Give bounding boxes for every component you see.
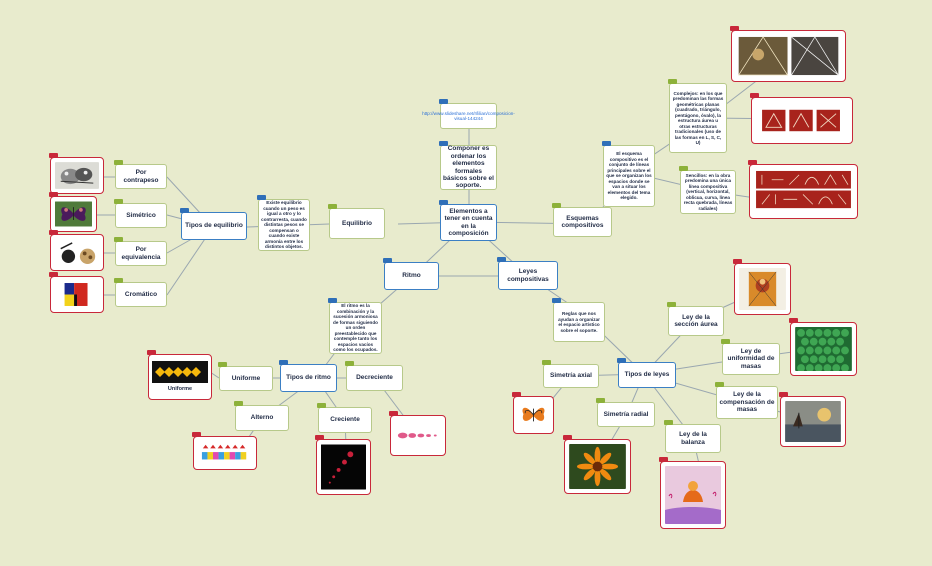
ley-seccion-aurea-node[interactable]: Ley de la sección áurea <box>667 302 724 336</box>
balanza-image <box>665 466 721 524</box>
formas-image <box>756 102 848 139</box>
ritmo-label: Ritmo <box>402 272 421 280</box>
ritmo-definition-text: El ritmo es la combinación y la sucesión… <box>333 303 378 353</box>
seccion-aurea-image <box>739 268 786 310</box>
uniformidad-image-node[interactable] <box>789 318 857 376</box>
uniforme-node[interactable]: Uniforme <box>218 362 273 391</box>
sencillos-image <box>754 169 853 214</box>
tipos-equilibrio-label: Tipos de equilibrio <box>185 222 243 230</box>
leyes-definition: Reglas que nos ayudan a organizar el esp… <box>552 298 605 342</box>
uniformidad-image <box>795 327 852 371</box>
simetria-radial-node[interactable]: Simetría radial <box>596 398 655 427</box>
central-topic[interactable]: Elementos a tener en cuenta en la compos… <box>439 200 497 241</box>
compensacion-image-node[interactable] <box>779 392 846 447</box>
uniforme-label: Uniforme <box>231 374 261 382</box>
sencillos-text: Sencillos: en la obra predomina una únic… <box>683 172 733 211</box>
uniforme-caption: Uniforme <box>167 386 193 393</box>
balanza-image-node[interactable] <box>659 457 726 529</box>
tipos-equilibrio-node[interactable]: Tipos de equilibrio <box>180 208 247 240</box>
uniforme-image-node[interactable]: Uniforme <box>147 350 212 400</box>
complejos-node: Complejos: en los que predominan las for… <box>668 79 727 153</box>
butterfly-axial-image <box>518 401 549 429</box>
url-node[interactable]: http://www.slideshare.net/r/lilian/compo… <box>422 99 515 129</box>
equivalencia-image <box>55 239 99 266</box>
simetrico-node[interactable]: Simétrico <box>114 199 167 228</box>
ritmo-definition: El ritmo es la combinación y la sucesión… <box>328 298 382 354</box>
decreciente-node[interactable]: Decreciente <box>345 361 403 391</box>
equilibrio-node[interactable]: Equilibrio <box>328 204 385 239</box>
cromatico-node[interactable]: Cromático <box>114 278 167 307</box>
simetria-axial-image-node[interactable] <box>512 392 554 434</box>
simetria-axial-label: Simetría axial <box>550 372 592 380</box>
ritmo-node[interactable]: Ritmo <box>383 258 439 290</box>
tipos-leyes-label: Tipos de leyes <box>624 371 670 379</box>
simetria-radial-label: Simetría radial <box>603 410 649 418</box>
tipos-leyes-node[interactable]: Tipos de leyes <box>617 358 676 388</box>
decreciente-image <box>395 420 441 451</box>
equilibrio-label: Equilibrio <box>342 219 372 227</box>
esquemas-node[interactable]: Esquemas compositivos <box>552 203 612 237</box>
decreciente-label: Decreciente <box>356 374 393 382</box>
por-equivalencia-label: Por equivalencia <box>121 246 161 261</box>
creciente-image <box>321 444 366 490</box>
ley-uniformidad-node[interactable]: Ley de uniformidad de masas <box>721 339 780 375</box>
creciente-node[interactable]: Creciente <box>317 403 372 433</box>
central-topic-label: Elementos a tener en cuenta en la compos… <box>444 207 493 237</box>
por-contrapeso-label: Por contrapeso <box>123 169 159 184</box>
simetria-radial-image-node[interactable] <box>563 435 631 494</box>
cromatico-image-node[interactable] <box>49 272 104 313</box>
contrapeso-image-node[interactable] <box>49 153 104 194</box>
por-contrapeso-node[interactable]: Por contrapeso <box>114 160 167 189</box>
uniforme-image <box>152 361 208 384</box>
leyes-definition-text: Reglas que nos ayudan a organizar el esp… <box>558 311 600 333</box>
decreciente-image-node[interactable] <box>389 411 446 456</box>
seccion-aurea-image-node[interactable] <box>733 259 791 315</box>
tipos-ritmo-label: Tipos de ritmo <box>286 374 331 382</box>
alterno-image <box>199 441 251 465</box>
simetrico-image-node[interactable] <box>49 192 97 232</box>
formas-image-node[interactable] <box>750 93 853 144</box>
creciente-label: Creciente <box>330 416 360 424</box>
complejos-image <box>736 35 841 77</box>
sencillos-node: Sencillos: en la obra predomina una únic… <box>679 166 736 214</box>
alterno-node[interactable]: Alterno <box>234 401 289 431</box>
tipos-ritmo-node[interactable]: Tipos de ritmo <box>279 360 337 392</box>
alterno-label: Alterno <box>250 414 274 422</box>
esquemas-label: Esquemas compositivos <box>561 214 604 229</box>
ley-balanza-label: Ley de la balanza <box>679 431 707 446</box>
ley-compensacion-node[interactable]: Ley de la compensación de masas <box>715 382 778 419</box>
compensacion-image <box>785 401 841 442</box>
url-link[interactable]: http://www.slideshare.net/r/lilian/compo… <box>422 110 515 122</box>
creciente-image-node[interactable] <box>315 435 371 495</box>
componer-label: Componer es ordenar los elementos formal… <box>443 145 494 190</box>
sencillos-image-node[interactable] <box>748 160 858 219</box>
complejos-text: Complejos: en los que predominan las for… <box>672 90 724 146</box>
simetrico-label: Simétrico <box>126 211 156 219</box>
equivalencia-image-node[interactable] <box>49 230 104 271</box>
esquema-definition: El esquema compositivo es el conjunto de… <box>602 141 655 207</box>
leyes-label: Leyes compositivas <box>507 268 549 283</box>
componer-node[interactable]: Componer es ordenar los elementos formal… <box>439 141 497 190</box>
por-equivalencia-node[interactable]: Por equivalencia <box>114 237 167 266</box>
leyes-node[interactable]: Leyes compositivas <box>497 257 558 290</box>
ley-uniformidad-label: Ley de uniformidad de masas <box>727 347 775 370</box>
equilibrio-definition: Existe equilibrio cuando un peso es igua… <box>257 195 310 251</box>
esquema-definition-text: El esquema compositivo es el conjunto de… <box>606 151 652 201</box>
contrapeso-image <box>55 162 99 189</box>
cromatico-label: Cromático <box>124 290 158 298</box>
equilibrio-definition-text: Existe equilibrio cuando un peso es igua… <box>261 200 307 250</box>
ley-seccion-aurea-label: Ley de la sección áurea <box>674 313 718 328</box>
flower-radial-image <box>569 444 626 489</box>
butterfly-image <box>55 201 92 227</box>
ley-balanza-node[interactable]: Ley de la balanza <box>664 420 721 453</box>
simetria-axial-node[interactable]: Simetría axial <box>542 360 599 388</box>
ley-compensacion-label: Ley de la compensación de masas <box>719 391 775 414</box>
cromatico-image <box>55 281 99 308</box>
complejos-image-node[interactable] <box>730 26 846 82</box>
alterno-image-node[interactable] <box>192 432 257 470</box>
